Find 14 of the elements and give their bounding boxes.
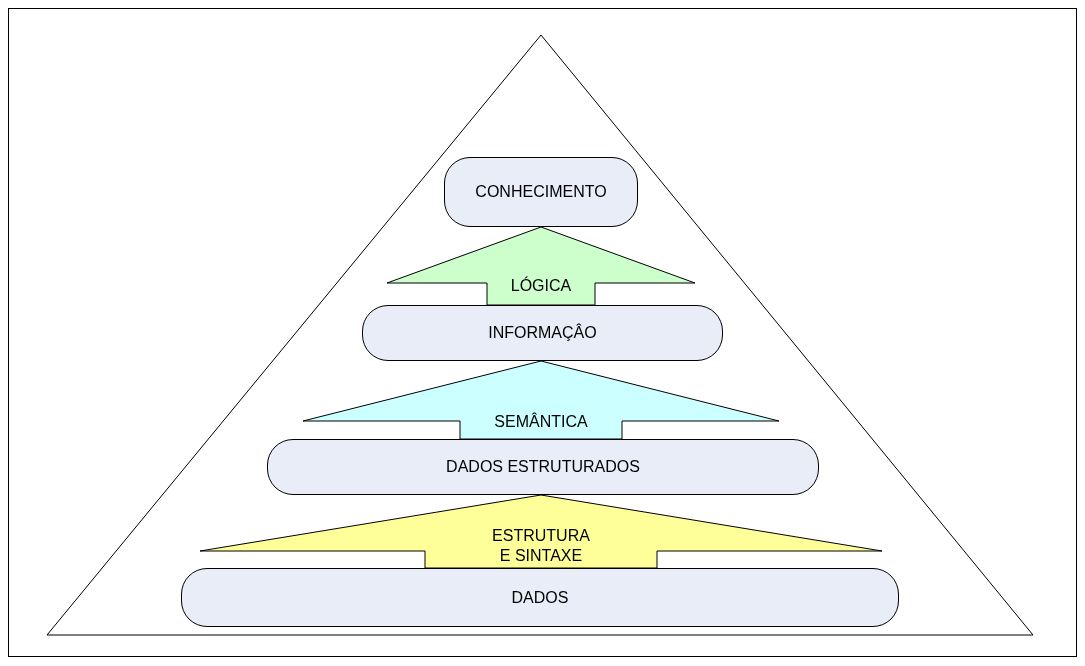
- node-label: DADOS: [511, 588, 569, 607]
- block-arrow: [302, 360, 780, 440]
- edge-label: LÓGICA: [509, 276, 573, 296]
- rounded-box: [362, 305, 723, 361]
- rounded-box: [444, 157, 638, 227]
- node-label: CONHECIMENTO: [475, 183, 607, 201]
- rounded-box: [267, 439, 819, 495]
- edge-label: SEMÂNTICA: [493, 412, 589, 432]
- node-label: INFORMAÇÂO: [488, 324, 597, 342]
- rounded-box: [181, 568, 899, 627]
- node-label: DADOS ESTRUTURADOS: [446, 458, 640, 476]
- block-arrow: [386, 226, 696, 306]
- block-arrow: [199, 494, 883, 569]
- edge-label: ESTRUTURA E SINTAXE: [491, 525, 591, 566]
